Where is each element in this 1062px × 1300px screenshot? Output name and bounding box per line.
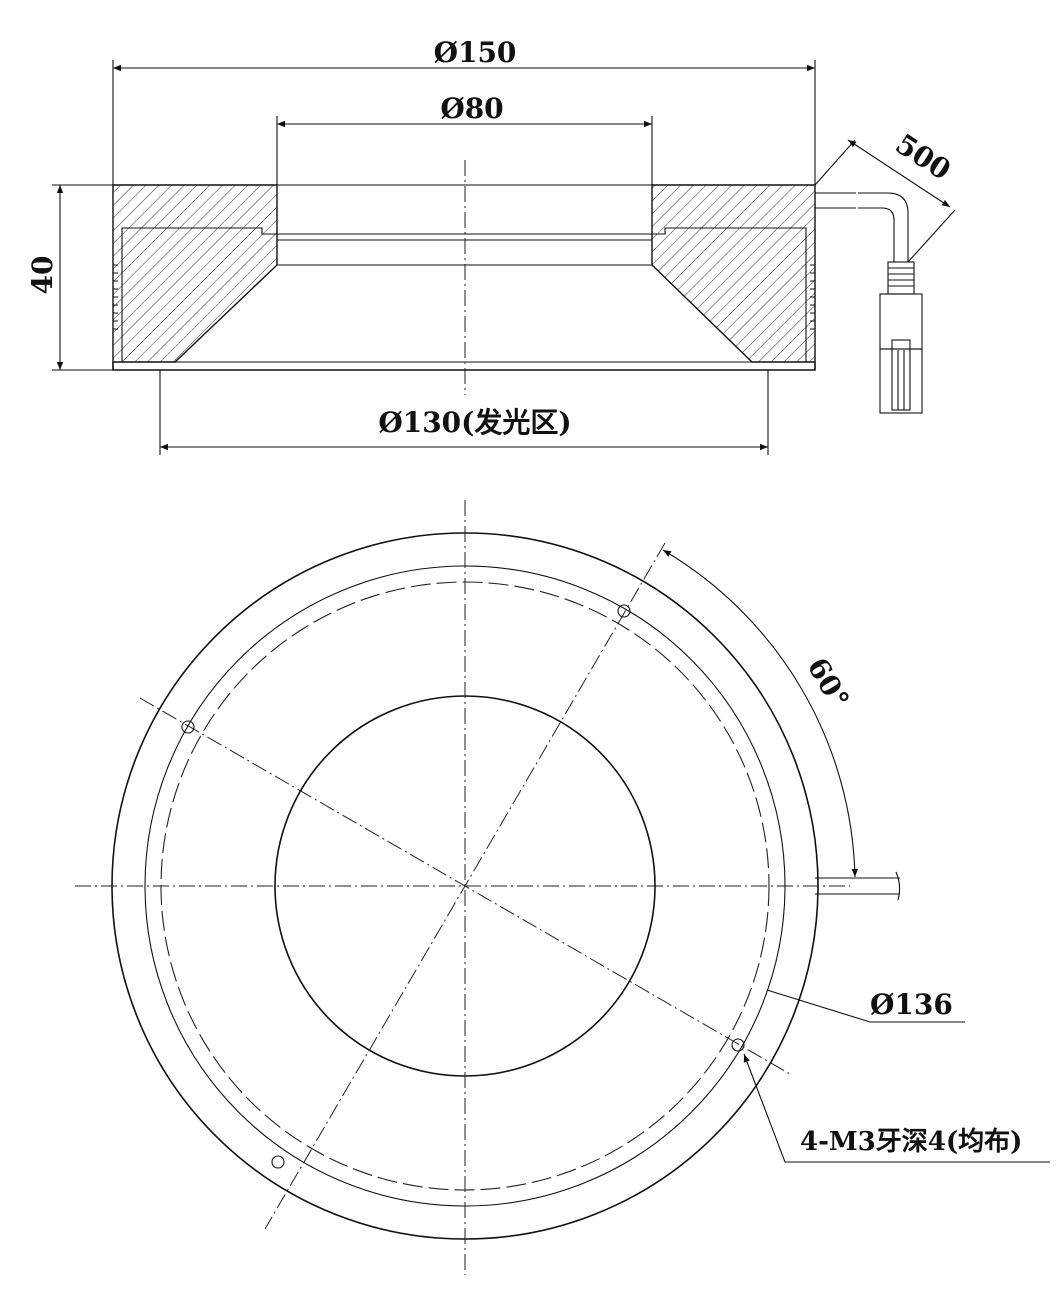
section-right-wall <box>651 184 816 363</box>
inner-diameter-label: Ø80 <box>440 92 503 125</box>
section-view: Ø150 Ø80 40 500 Ø130(发光区) <box>26 36 957 455</box>
mounting-hole <box>617 604 631 618</box>
bolt-circle-label: Ø136 <box>870 988 953 1021</box>
plan-view: 60° Ø136 4-M3牙深4(均布) <box>75 500 1050 1275</box>
cable-length-label: 500 <box>890 127 957 187</box>
height-label: 40 <box>26 256 59 295</box>
mounting-hole <box>271 1155 285 1169</box>
outer-diameter-label: Ø150 <box>434 36 517 69</box>
emitting-area-label: Ø130(发光区) <box>378 406 571 439</box>
cable <box>815 192 923 414</box>
mounting-hole <box>181 720 195 734</box>
mounting-holes-label: 4-M3牙深4(均布) <box>800 1127 1022 1157</box>
angle-label: 60° <box>801 652 856 714</box>
mounting-hole <box>731 1038 745 1052</box>
section-left-wall <box>112 184 278 363</box>
